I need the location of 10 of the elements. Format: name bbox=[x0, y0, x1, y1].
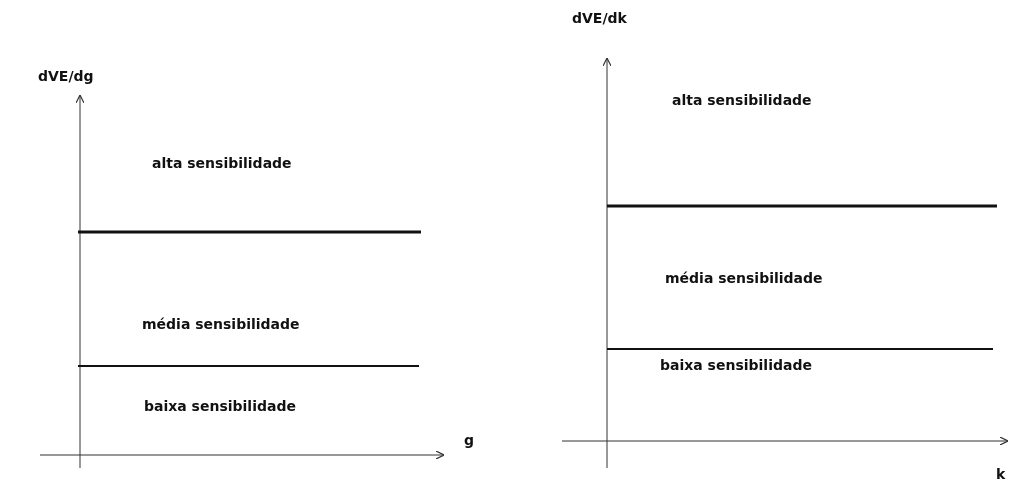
axis-label: dVE/dg bbox=[38, 68, 94, 84]
axis-label: g bbox=[464, 432, 475, 448]
region-label: alta sensibilidade bbox=[672, 92, 812, 108]
axis-label: k bbox=[996, 466, 1006, 482]
region-label: alta sensibilidade bbox=[152, 155, 292, 171]
region-label: média sensibilidade bbox=[142, 316, 300, 332]
region-label: baixa sensibilidade bbox=[144, 398, 296, 414]
region-label: média sensibilidade bbox=[665, 270, 823, 286]
region-label: baixa sensibilidade bbox=[660, 357, 812, 373]
axis-label: dVE/dk bbox=[572, 10, 627, 26]
